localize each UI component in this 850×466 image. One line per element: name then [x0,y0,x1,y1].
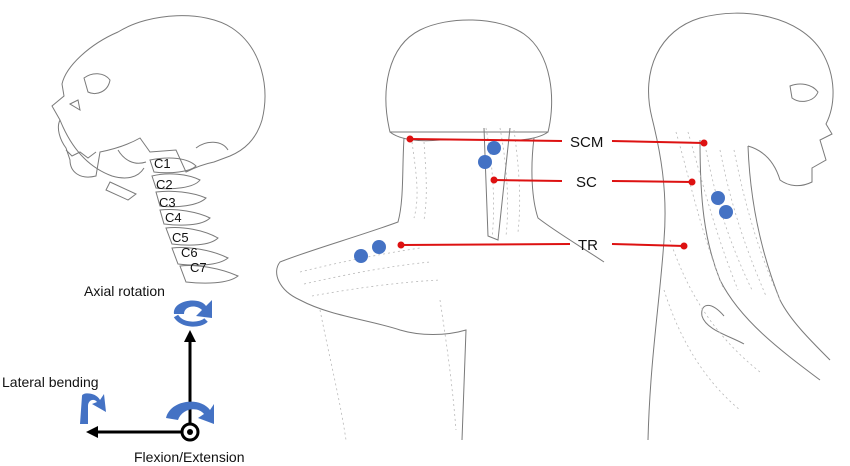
tr-marker-lateral [680,242,688,250]
vertebra-label-c5: C5 [172,230,189,245]
tr-marker-posterior [397,241,405,249]
vertebra-label-c3: C3 [159,195,176,210]
vertical-axis-arrowhead [184,330,196,342]
sc-marker-posterior [490,176,498,184]
lateral-bending-arrow-icon [80,393,106,424]
tr-leader-left [400,243,571,246]
vertebra-label-c2: C2 [156,177,173,192]
electrode-tr-right [372,240,386,254]
skull-lateral-illustration [51,15,266,201]
axial-rotation-label: Axial rotation [84,283,165,299]
vertebra-label-c4: C4 [165,210,182,225]
scm-marker-posterior [406,135,414,143]
scm-leader-right [611,140,705,144]
electrode-sc-lower [478,155,492,169]
vertebra-label-c1: C1 [154,156,171,171]
vertebra-label-c7: C7 [190,260,207,275]
sc-leader-left [493,179,563,182]
lateral-bending-label: Lateral bending [2,374,99,390]
cervical-spine-illustration [149,157,239,284]
scm-leader-left [409,138,563,142]
lateral-neck-illustration [647,12,834,441]
electrode-sc-upper [487,141,501,155]
muscle-label-tr: TR [578,237,598,254]
electrodes [354,141,733,263]
flexion-extension-arrow-icon [166,401,214,424]
horizontal-axis-arrowhead [86,426,98,438]
flexion-extension-label: Flexion/Extension [134,449,245,465]
muscle-label-scm: SCM [570,134,603,151]
axial-rotation-arrow-icon [173,300,212,327]
posterior-neck-illustration [276,19,605,441]
electrode-scm-lower [719,205,733,219]
electrode-tr-left [354,249,368,263]
tr-leader-right [611,243,685,247]
muscle-label-sc: SC [576,174,597,191]
coordinate-axes [86,330,200,442]
scm-marker-lateral [700,139,708,147]
vertebra-label-c6: C6 [181,245,198,260]
electrode-scm-upper [711,191,725,205]
sc-marker-lateral [688,178,696,186]
leader-lines [397,135,708,250]
sc-leader-right [611,180,693,183]
